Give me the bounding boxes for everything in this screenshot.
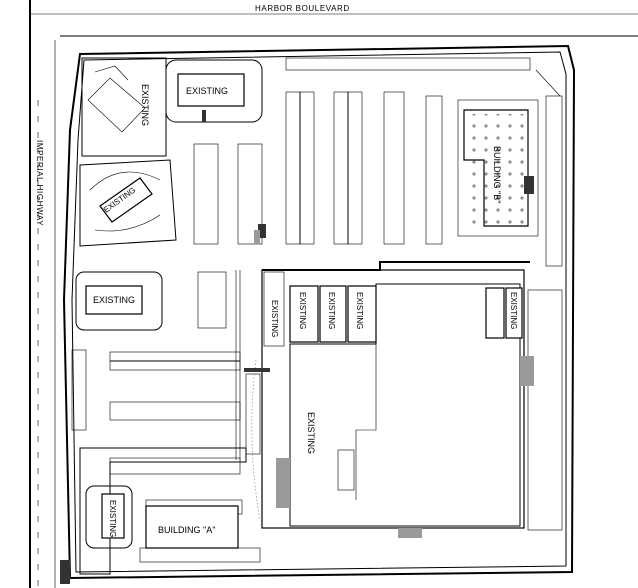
label-existing-sw: EXISTING xyxy=(108,500,117,537)
service-drive xyxy=(262,261,530,271)
label-existing-nw: EXISTING xyxy=(140,84,150,126)
existing-curved: EXISTING xyxy=(79,159,177,247)
existing-pad-top: EXISTING xyxy=(165,59,263,123)
parking-rows-upper xyxy=(193,57,531,245)
street-label-north: HARBOR BOULEVARD xyxy=(255,4,350,13)
label-shop-5: EXISTING xyxy=(509,292,518,329)
site-details xyxy=(60,230,270,584)
label-shop-3: EXISTING xyxy=(327,292,336,329)
building-b: BUILDING "B" xyxy=(457,99,539,237)
label-existing-pad-top: EXISTING xyxy=(186,86,228,96)
label-building-b: BUILDING "B" xyxy=(492,146,502,203)
existing-pad-mid: EXISTING xyxy=(75,271,163,331)
street-lines xyxy=(29,0,638,588)
street-label-west: IMPERIAL HIGHWAY xyxy=(35,140,44,226)
parking-right xyxy=(527,69,563,531)
major-existing-building: EXISTING EXISTING EXISTING EXISTING EXIS… xyxy=(261,269,534,538)
label-major-existing: EXISTING xyxy=(306,412,316,454)
existing-nw-lot: EXISTING xyxy=(81,57,167,157)
building-a-area: BUILDING "A" EXISTING xyxy=(79,447,247,575)
label-shop-1: EXISTING xyxy=(270,300,279,337)
property-boundary xyxy=(62,44,576,580)
label-shop-4: EXISTING xyxy=(355,292,364,329)
label-shop-2: EXISTING xyxy=(298,292,307,329)
label-existing-pad-mid: EXISTING xyxy=(93,295,135,305)
label-building-a: BUILDING "A" xyxy=(158,525,215,535)
parking-edge xyxy=(71,51,567,573)
